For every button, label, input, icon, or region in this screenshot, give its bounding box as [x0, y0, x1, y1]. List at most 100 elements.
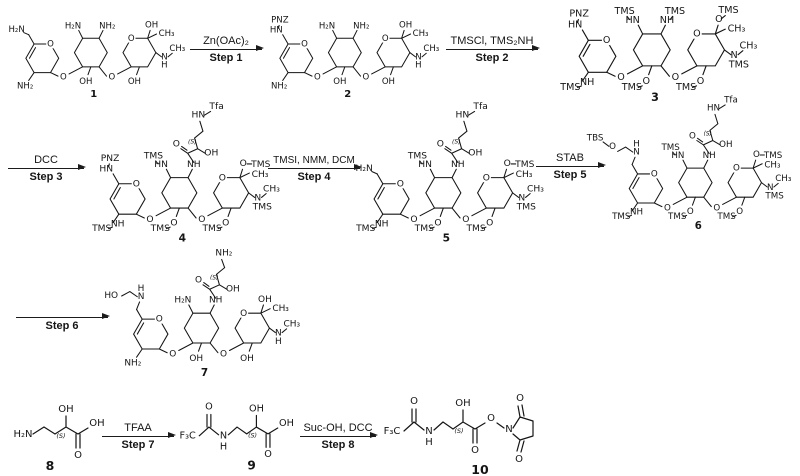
atom-label: H: [275, 337, 282, 347]
arrow-shaft: [536, 162, 606, 169]
atom-label: CH₃: [423, 44, 439, 54]
atom-label: O: [74, 450, 82, 461]
atom-label: CH₃: [252, 170, 269, 180]
step-label: Step 4: [297, 171, 331, 183]
atom-label: O: [109, 73, 116, 83]
stereo-label: (S): [452, 138, 461, 145]
atom-label: O: [471, 445, 479, 456]
step-label: Step 8: [321, 439, 355, 451]
atom-label: OH: [399, 21, 412, 31]
compound-3: O O O O HN PNZ HN TMS NH TMS O TMS CH₃ N…: [559, 5, 757, 104]
compound-number: 5: [443, 232, 450, 245]
reagent-label: TMSI, NMM, DCM: [273, 155, 355, 166]
atom-label: OH: [333, 77, 346, 87]
compound-number: 3: [651, 91, 659, 104]
atom-label: CH₃: [775, 174, 792, 184]
atom-label: TMS: [614, 6, 635, 17]
atom-label: TMS: [675, 82, 696, 93]
atom-label: O: [195, 276, 202, 286]
atom-label: O: [198, 215, 205, 225]
compound-number: 8: [46, 458, 55, 473]
compound-9: F₃C O N H OH (S) OH O 9: [180, 402, 294, 473]
atom-label: HN: [99, 165, 113, 175]
atom-label: NH: [111, 219, 125, 229]
atom-label: CH₃: [516, 170, 533, 180]
atom-label: O: [515, 454, 523, 465]
atom-label: TMS: [407, 152, 427, 162]
compound-4: O O O O HN PNZ HN TMS NH O (S) OH HN Tfa…: [91, 102, 280, 244]
atom-label: PNZ: [101, 154, 120, 164]
atom-label: O: [437, 139, 444, 149]
atom-label: OH: [382, 77, 395, 87]
ring-skeleton: [578, 24, 732, 82]
atom-label: OH: [226, 285, 240, 295]
atom-label: NH: [451, 160, 465, 170]
atom-label: N: [633, 147, 640, 157]
atom-label: O: [434, 219, 441, 229]
atom-label: HO: [104, 291, 118, 301]
atom-label: NH: [703, 151, 716, 161]
arrow-shaft: [268, 164, 362, 171]
stereo-label: (S): [56, 432, 65, 440]
atom-label: OH: [240, 354, 254, 364]
atom-label: H₂N: [65, 21, 81, 31]
atom-label: N: [161, 53, 167, 63]
atom-label: NH: [660, 15, 674, 26]
atom-label: O: [173, 139, 180, 149]
atom-label: H₂N: [8, 25, 24, 35]
atom-label: TMS: [201, 224, 221, 234]
atom-label: O: [713, 203, 720, 213]
atom-label: N: [425, 426, 432, 437]
atom-label: O: [264, 449, 272, 460]
atom-label: O: [170, 219, 177, 229]
atom-label: OH: [89, 418, 104, 429]
atom-label: TMS: [252, 203, 272, 213]
arrow-shaft: [300, 432, 378, 439]
atom-label: NH: [630, 208, 643, 218]
atom-label: NH₂: [271, 81, 287, 91]
atom-label: TMS: [621, 82, 642, 93]
atom-label: OH: [279, 418, 294, 429]
atom-label: O: [516, 393, 524, 404]
atom-label: O: [410, 215, 417, 225]
atom-label: H₂N: [13, 429, 32, 440]
atom-label: TMS: [143, 152, 163, 162]
atom-label: O: [205, 402, 213, 413]
atom-label: TMS: [514, 160, 534, 170]
atom-label: PNZ: [271, 16, 289, 26]
atom-label: OH: [128, 77, 141, 87]
compound-8: H₂N OH (S) OH O 8: [13, 404, 104, 473]
stereo-label: (S): [454, 427, 463, 435]
atom-label: H: [220, 441, 227, 452]
atom-label: O: [382, 34, 389, 44]
atom-label: Tfa: [208, 102, 223, 112]
reagent-label: DCC: [34, 154, 58, 166]
compound-5: O O O O H₂N HN TMS NH O (S) OH HN Tfa O …: [355, 102, 544, 245]
reaction-arrow-step-2: TMSCl, TMS₂NH Step 2: [446, 34, 540, 64]
atom-label: O: [504, 159, 511, 169]
atom-label: TMS: [728, 59, 749, 70]
atom-label: HN: [192, 111, 206, 121]
atom-label: CH₃: [284, 320, 301, 330]
reagent-label: Zn(OAc)₂: [203, 35, 249, 47]
atom-label: O: [483, 173, 490, 183]
arrow-shaft: [102, 432, 176, 439]
atom-label: O: [169, 349, 176, 359]
atom-label: OH: [455, 398, 470, 409]
atom-label: N: [138, 292, 145, 302]
ring-skeleton: [133, 304, 276, 358]
atom-label: CH₃: [527, 184, 544, 194]
reaction-arrow-step-4: TMSI, NMM, DCM Step 4: [268, 153, 362, 183]
bonds: [602, 104, 779, 218]
atom-label: TBS: [586, 134, 604, 144]
atom-label: H₂N: [319, 21, 335, 31]
bonds: [198, 413, 279, 448]
atom-label: NH: [375, 219, 389, 229]
arrow-shaft: [446, 45, 540, 52]
bonds: [32, 415, 89, 449]
atom-label: H₂N: [174, 296, 191, 306]
atom-label: NH₂: [124, 358, 141, 368]
atom-label: O: [222, 219, 229, 229]
ring-skeleton: [109, 168, 256, 224]
atom-label: O: [156, 315, 163, 325]
